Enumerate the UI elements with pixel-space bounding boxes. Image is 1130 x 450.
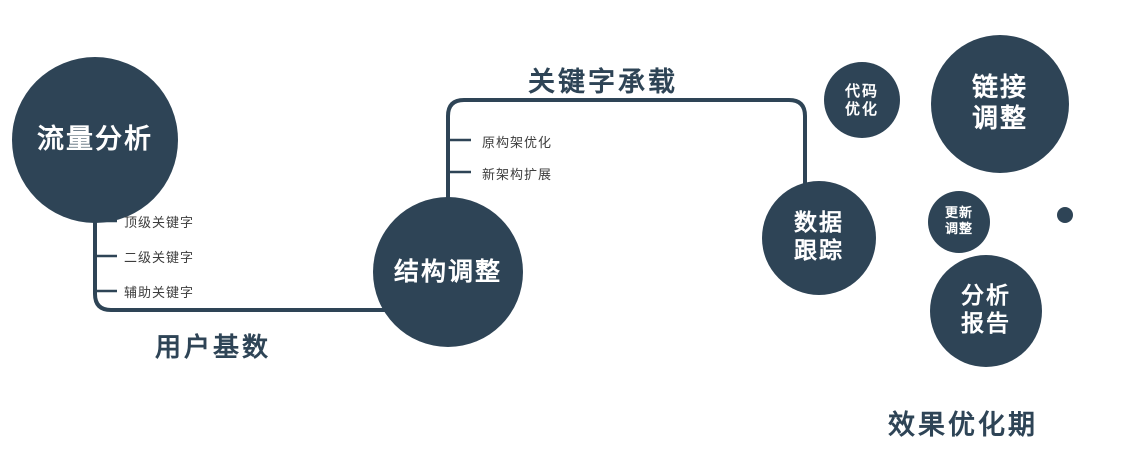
diagram-caption: 效果优化期 [888,410,1038,441]
node-traffic-analysis: 流量分析 [12,57,178,223]
edge-label-keyword-carrying: 关键字承载 [528,67,678,98]
node-code-optimization: 代码 优化 [824,62,900,138]
node-structure-adjustment: 结构调整 [373,197,523,347]
branch-label-top-keywords: 顶级关键字 [124,216,195,231]
node-link-adjustment: 链接 调整 [931,35,1069,173]
branch-label-original-architecture: 原构架优化 [482,136,553,151]
edge-label-user-base: 用户基数 [155,333,272,363]
traffic-branch-ticks [95,219,117,293]
connector-traffic-to-structure [93,178,394,312]
structure-branch-ticks [448,138,471,174]
node-update-adjustment: 更新 调整 [928,191,990,253]
node-analysis-report: 分析 报告 [930,255,1042,367]
branch-label-second-keywords: 二级关键字 [124,251,195,266]
node-data-tracking: 数据 跟踪 [762,181,876,295]
branch-label-auxiliary-keywords: 辅助关键字 [124,286,195,301]
small-dot-marker [1057,207,1073,223]
branch-label-new-architecture: 新架构扩展 [482,168,553,183]
connector-structure-to-tracking [446,98,807,212]
